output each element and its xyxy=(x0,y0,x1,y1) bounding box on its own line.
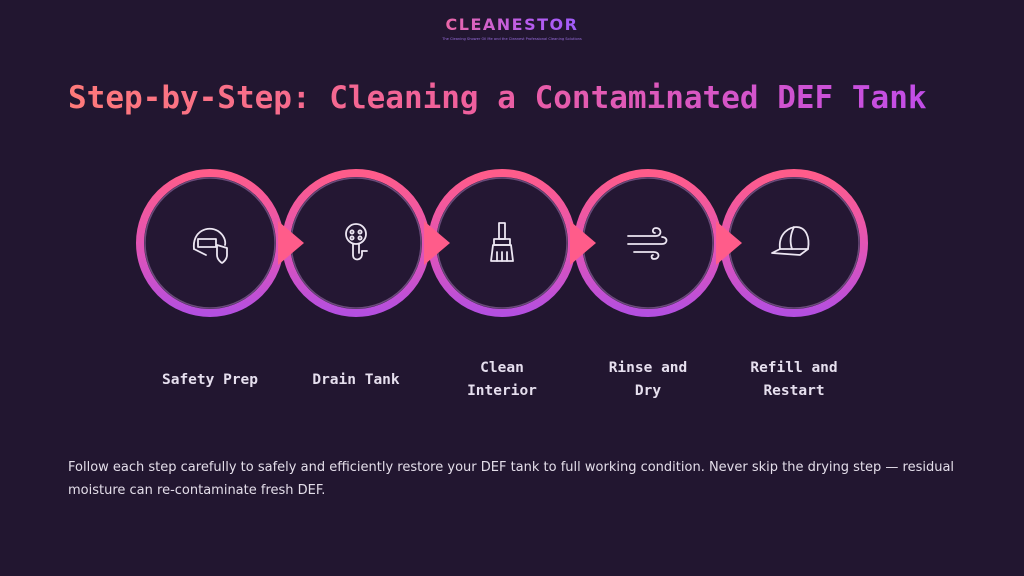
page-title: Step-by-Step: Cleaning a Contaminated DE… xyxy=(68,76,927,120)
step-label-line: Restart xyxy=(763,383,825,399)
step-circle xyxy=(720,169,868,317)
step-label: Safety Prep xyxy=(140,369,280,392)
helmet-shield-icon xyxy=(193,227,228,264)
step-label-line: Dry xyxy=(634,383,662,399)
step-arrow xyxy=(278,221,304,265)
brand-tagline: The Cleaning Shower Oil Me and the Clean… xyxy=(442,37,582,41)
step-circle xyxy=(428,169,576,317)
step-label: Drain Tank xyxy=(286,369,426,392)
brand-name: CLEANESTOR xyxy=(412,14,612,36)
process-flow xyxy=(130,160,900,330)
process-flow-graphic xyxy=(136,169,868,317)
step-label-line: Clean xyxy=(480,360,524,376)
step-circle xyxy=(282,169,430,317)
step-label-line: Safety Prep xyxy=(161,372,259,388)
description-text: Follow each step carefully to safely and… xyxy=(68,460,955,498)
step-arrow xyxy=(716,221,742,265)
step-circle xyxy=(136,169,284,317)
step-label-line: Rinse and xyxy=(608,360,688,376)
drain-nozzle-icon xyxy=(345,223,368,261)
wind-icon xyxy=(627,227,668,260)
cap-icon xyxy=(771,226,810,256)
step-label-line: Refill and xyxy=(750,360,838,376)
step-circle xyxy=(574,169,722,317)
brand-logo: CLEANESTOR The Cleaning Shower Oil Me an… xyxy=(412,14,612,42)
brush-icon xyxy=(490,222,514,262)
step-arrow xyxy=(570,221,596,265)
step-label-line: Drain Tank xyxy=(312,372,400,388)
step-circle-inner-rim xyxy=(144,177,276,309)
step-label-line: Interior xyxy=(467,383,537,399)
step-arrow xyxy=(424,221,450,265)
